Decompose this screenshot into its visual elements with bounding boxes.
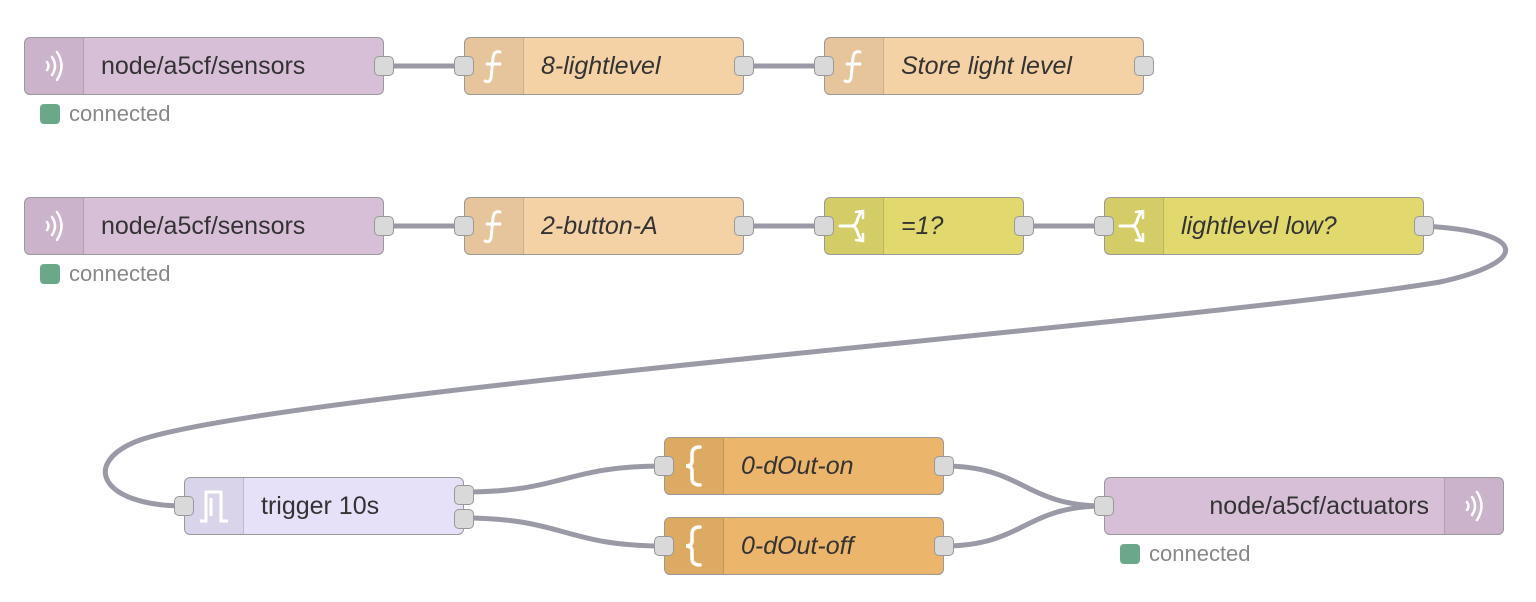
wire-low-trigger[interactable] <box>102 223 1508 509</box>
output-port[interactable] <box>1134 56 1154 76</box>
output-port[interactable] <box>1414 216 1434 236</box>
output-port[interactable] <box>374 216 394 236</box>
node-label: node/a5cf/sensors <box>101 211 306 240</box>
output-port[interactable] <box>374 56 394 76</box>
output-port[interactable] <box>1014 216 1034 236</box>
output-port[interactable] <box>734 56 754 76</box>
status-dot <box>40 104 60 124</box>
status-connected-sensors-1: connected <box>40 101 171 127</box>
function-icon <box>825 38 884 94</box>
status-connected-sensors-2: connected <box>40 261 171 287</box>
status-dot <box>1120 544 1140 564</box>
switch-node-lightlevel-low[interactable]: lightlevel low? <box>1094 197 1434 255</box>
wire-trigger-on[interactable] <box>461 463 667 495</box>
input-port[interactable] <box>454 56 474 76</box>
node-label: 8-lightlevel <box>541 51 661 80</box>
status-text: connected <box>69 101 171 126</box>
mqtt-out-node-actuators[interactable]: node/a5cf/actuators <box>1094 477 1504 535</box>
template-node-dout-off[interactable]: 0-dOut-off <box>654 517 954 575</box>
output-port[interactable] <box>934 536 954 556</box>
input-port[interactable] <box>454 216 474 236</box>
node-label: node/a5cf/actuators <box>1209 491 1429 520</box>
output-port-2[interactable] <box>454 509 474 529</box>
trigger-pulse-icon <box>185 478 244 534</box>
input-port[interactable] <box>814 216 834 236</box>
input-port[interactable] <box>654 456 674 476</box>
brace-icon <box>665 518 724 574</box>
input-port[interactable] <box>174 496 194 516</box>
mqtt-in-node-sensors-2[interactable]: node/a5cf/sensors <box>24 197 394 255</box>
wire-off-actuators[interactable] <box>941 503 1107 549</box>
output-port[interactable] <box>934 456 954 476</box>
node-label: 2-button-A <box>541 211 658 240</box>
brace-icon <box>665 438 724 494</box>
function-icon <box>465 38 524 94</box>
function-node-lightlevel[interactable]: 8-lightlevel <box>454 37 754 95</box>
status-text: connected <box>1149 541 1251 566</box>
node-label: =1? <box>901 211 944 240</box>
function-node-store-light-level[interactable]: Store light level <box>814 37 1154 95</box>
mqtt-in-node-sensors-1[interactable]: node/a5cf/sensors <box>24 37 394 95</box>
input-port[interactable] <box>814 56 834 76</box>
input-port[interactable] <box>654 536 674 556</box>
function-icon <box>465 198 524 254</box>
output-port-1[interactable] <box>454 485 474 505</box>
switch-icon <box>1105 198 1164 254</box>
status-dot <box>40 264 60 284</box>
node-label: 0-dOut-on <box>741 451 854 480</box>
status-text: connected <box>69 261 171 286</box>
node-label: node/a5cf/sensors <box>101 51 306 80</box>
status-connected-actuators: connected <box>1120 541 1251 567</box>
radio-waves-icon <box>1444 478 1503 534</box>
input-port[interactable] <box>1094 216 1114 236</box>
wire-on-actuators[interactable] <box>941 463 1107 509</box>
radio-waves-icon <box>25 198 84 254</box>
function-node-button-a[interactable]: 2-button-A <box>454 197 754 255</box>
trigger-node-10s[interactable]: trigger 10s <box>174 477 474 535</box>
node-label: lightlevel low? <box>1181 211 1337 240</box>
template-node-dout-on[interactable]: 0-dOut-on <box>654 437 954 495</box>
switch-node-equals-1[interactable]: =1? <box>814 197 1034 255</box>
input-port[interactable] <box>1094 496 1114 516</box>
node-label: Store light level <box>901 51 1072 80</box>
output-port[interactable] <box>734 216 754 236</box>
radio-waves-icon <box>25 38 84 94</box>
switch-icon <box>825 198 884 254</box>
node-label: 0-dOut-off <box>741 531 854 560</box>
wire-trigger-off[interactable] <box>461 515 667 549</box>
node-label: trigger 10s <box>261 491 380 520</box>
